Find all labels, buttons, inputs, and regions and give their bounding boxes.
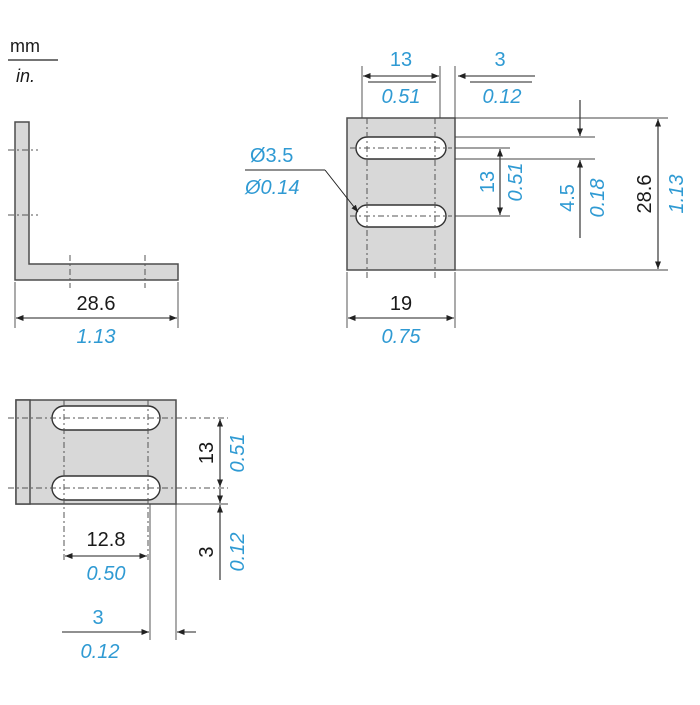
- front-width-in: 0.75: [382, 326, 422, 348]
- slot-length-mm: 13: [390, 49, 412, 71]
- overall-height-in: 1.13: [666, 175, 688, 214]
- slot-spacing-mm: 13: [477, 171, 499, 193]
- bottom-slot-spacing-in: 0.51: [227, 434, 249, 473]
- overall-height-mm: 28.6: [634, 175, 656, 214]
- edge-offset-mm: 3: [494, 49, 505, 71]
- unit-in-label: in.: [16, 66, 35, 86]
- bottom-flange: [15, 399, 31, 505]
- bottom-edge-offset-mm: 3: [196, 546, 218, 557]
- bottom-base-offset-in: 0.12: [81, 641, 120, 663]
- front-view: 13 0.51 3 0.12 Ø3.5 Ø0.14 13 0.51 4.5 0.…: [244, 49, 688, 348]
- unit-legend: mm in.: [8, 36, 58, 86]
- side-view: 28.6 1.13: [8, 121, 179, 348]
- bottom-edge-offset-in: 0.12: [227, 533, 249, 572]
- slot-width-in: 0.18: [587, 179, 609, 218]
- hole-diameter-in: Ø0.14: [244, 177, 299, 199]
- bottom-slot-length-mm: 12.8: [87, 529, 126, 551]
- bracket-profile: [14, 121, 179, 281]
- slot-spacing-in: 0.51: [505, 163, 527, 202]
- hole-diameter-leader: [324, 169, 359, 213]
- hole-diameter-mm: Ø3.5: [250, 145, 293, 167]
- bottom-slot-length-in: 0.50: [87, 563, 126, 585]
- front-width-mm: 19: [390, 293, 412, 315]
- bottom-slot-spacing-mm: 13: [196, 442, 218, 464]
- side-width-in: 1.13: [77, 326, 116, 348]
- slot-length-in: 0.51: [382, 86, 421, 108]
- unit-mm-label: mm: [10, 36, 40, 56]
- edge-offset-in: 0.12: [483, 86, 522, 108]
- bottom-view: 13 0.51 3 0.12 12.8 0.50 3 0.12: [8, 399, 249, 663]
- slot-width-mm: 4.5: [557, 184, 579, 212]
- bottom-base-offset-mm: 3: [92, 607, 103, 629]
- side-width-mm: 28.6: [77, 293, 116, 315]
